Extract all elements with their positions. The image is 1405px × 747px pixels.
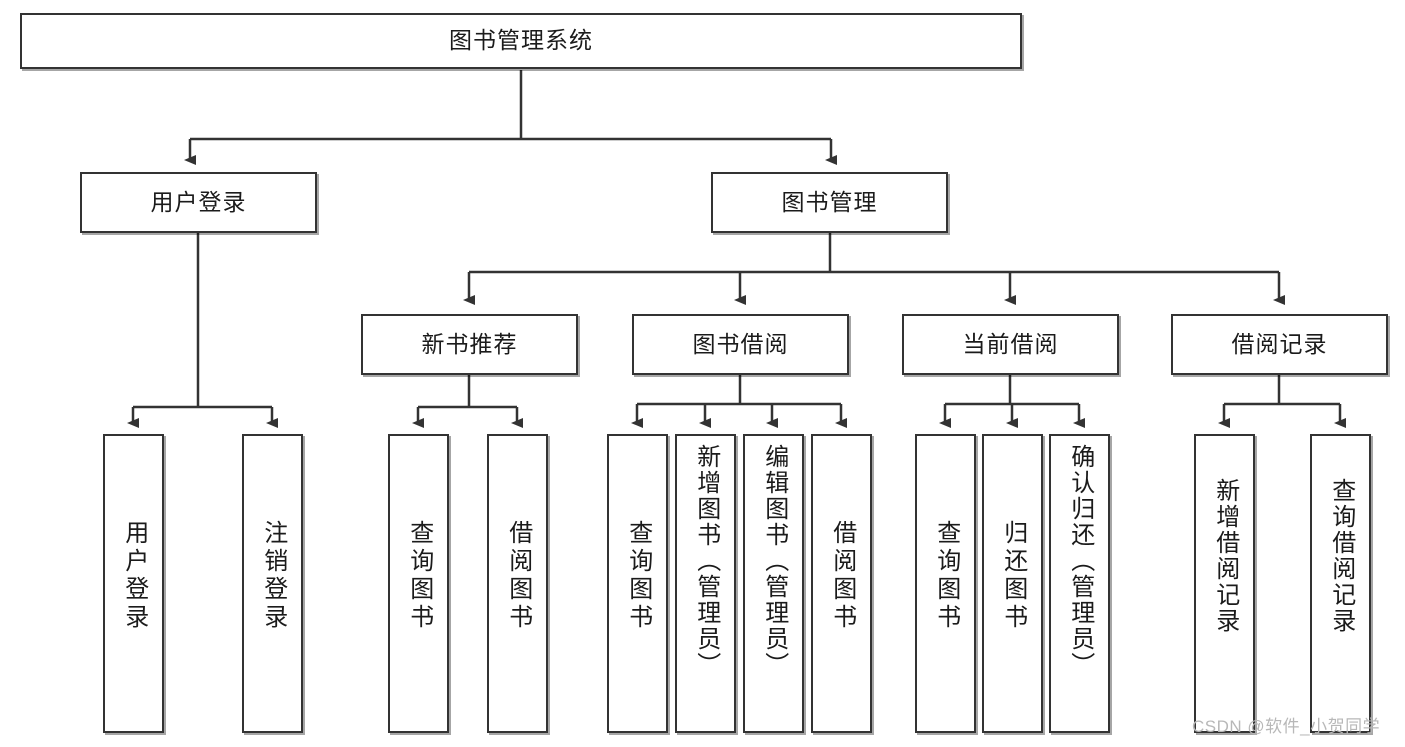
node-label: 查询图书	[624, 520, 652, 632]
node-label: 注销登录	[259, 520, 287, 632]
node-label: 查询借阅记录	[1327, 478, 1355, 634]
node-label: 当前借阅	[962, 330, 1059, 357]
node-label: 借阅图书	[504, 520, 532, 632]
node-leaf-return-book[interactable]: 归还图书	[982, 434, 1043, 733]
node-label: 确认归还（管理员）	[1066, 444, 1094, 678]
node-leaf-add-record[interactable]: 新增借阅记录	[1194, 434, 1255, 733]
node-label: 查询图书	[932, 520, 960, 632]
node-label: 新书推荐	[421, 330, 518, 357]
node-label: 归还图书	[999, 520, 1027, 632]
node-label: 图书借阅	[692, 330, 789, 357]
node-label: 借阅图书	[828, 520, 856, 632]
node-label: 新增图书（管理员）	[692, 444, 720, 678]
node-leaf-confirm-return[interactable]: 确认归还（管理员）	[1049, 434, 1110, 733]
node-book-manage[interactable]: 图书管理	[711, 172, 948, 233]
node-current-borrow[interactable]: 当前借阅	[902, 314, 1119, 375]
node-leaf-query-book-1[interactable]: 查询图书	[388, 434, 449, 733]
node-label: 编辑图书（管理员）	[760, 444, 788, 678]
node-leaf-query-book-3[interactable]: 查询图书	[915, 434, 976, 733]
node-leaf-edit-book[interactable]: 编辑图书（管理员）	[743, 434, 804, 733]
node-label: 借阅记录	[1231, 330, 1328, 357]
node-new-book-recommend[interactable]: 新书推荐	[361, 314, 578, 375]
node-label: 用户登录	[120, 520, 148, 632]
node-user-login[interactable]: 用户登录	[80, 172, 317, 233]
csdn-watermark: CSDN @软件_小贺同学	[1192, 717, 1381, 736]
node-root-system[interactable]: 图书管理系统	[20, 13, 1022, 69]
node-label: 图书管理	[781, 188, 878, 215]
node-label: 图书管理系统	[449, 27, 593, 54]
node-label: 用户登录	[150, 188, 247, 215]
node-borrow-record[interactable]: 借阅记录	[1171, 314, 1388, 375]
node-leaf-query-record[interactable]: 查询借阅记录	[1310, 434, 1371, 733]
node-label: 新增借阅记录	[1211, 478, 1239, 634]
node-leaf-borrow-book-1[interactable]: 借阅图书	[487, 434, 548, 733]
node-leaf-query-book-2[interactable]: 查询图书	[607, 434, 668, 733]
node-leaf-add-book[interactable]: 新增图书（管理员）	[675, 434, 736, 733]
node-book-borrow[interactable]: 图书借阅	[632, 314, 849, 375]
node-leaf-borrow-book-2[interactable]: 借阅图书	[811, 434, 872, 733]
node-leaf-user-login[interactable]: 用户登录	[103, 434, 164, 733]
node-leaf-logout[interactable]: 注销登录	[242, 434, 303, 733]
node-label: 查询图书	[405, 520, 433, 632]
